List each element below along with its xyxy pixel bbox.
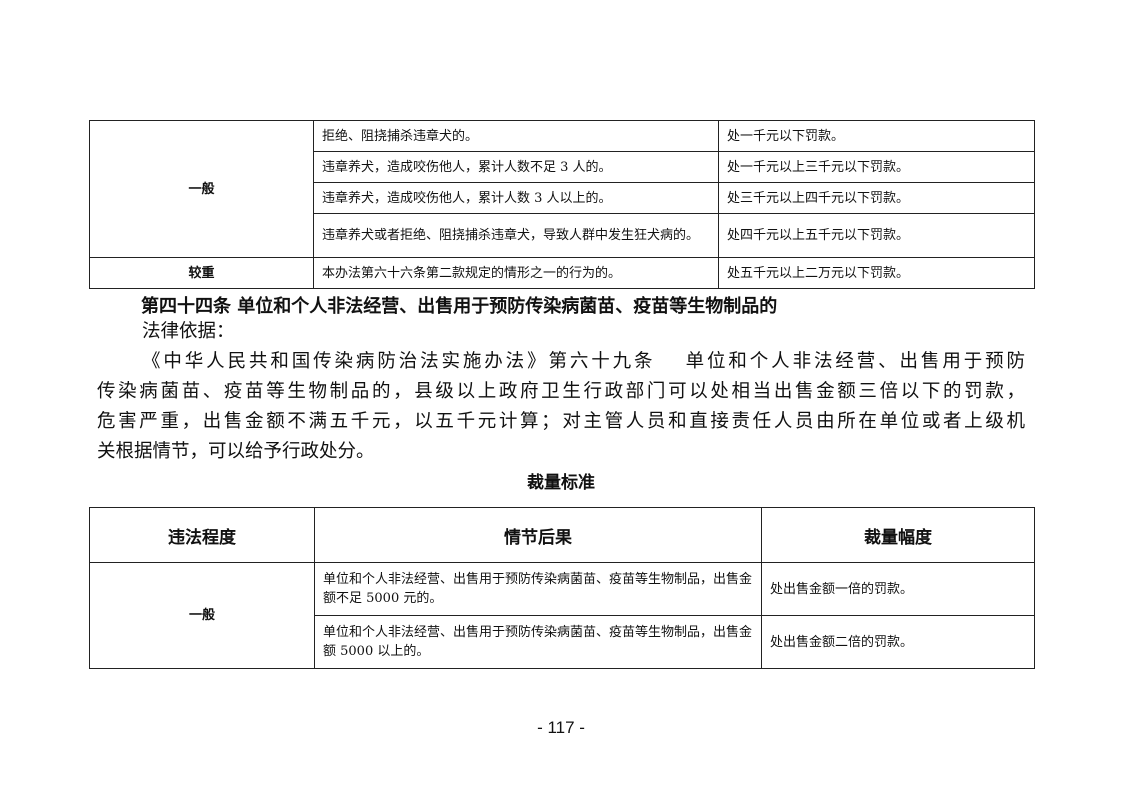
text-line: 《中华人民共和国传染病防治法实施办法》第六十九条 单位和个人非法经营、出售用于预…	[142, 351, 1025, 372]
penalty-table-dogs: 一般 拒绝、阻挠捕杀违章犬的。 处一千元以下罚款。 违章养犬，造成咬伤他人，累计…	[89, 120, 1035, 289]
article-heading: 第四十四条 单位和个人非法经营、出售用于预防传染病菌苗、疫苗等生物制品的	[141, 296, 778, 317]
table-row: 一般 拒绝、阻挠捕杀违章犬的。 处一千元以下罚款。	[89, 120, 1035, 258]
header-penalty: 裁量幅度	[761, 507, 1035, 563]
page-number: - 117 -	[537, 718, 585, 737]
circumstance-cell: 单位和个人非法经营、出售用于预防传染病菌苗、疫苗等生物制品，出售金额不足 500…	[314, 562, 762, 616]
text-line: 传染病菌苗、疫苗等生物制品的，县级以上政府卫生行政部门可以处相当出售金额三倍以下…	[97, 381, 1025, 402]
text-line: 危害严重，出售金额不满五千元，以五千元计算；对主管人员和直接责任人员由所在单位或…	[97, 411, 1025, 432]
table-row: 违章养犬，造成咬伤他人，累计人数 3 人以上的。 处三千元以上四千元以下罚款。	[90, 182, 1035, 214]
table-row: 违章养犬或者拒绝、阻挠捕杀违章犬，导致人群中发生狂犬病的。 处四千元以上五千元以…	[90, 213, 1035, 258]
table-row: 单位和个人非法经营、出售用于预防传染病菌苗、疫苗等生物制品，出售金额 5000 …	[90, 615, 1035, 669]
penalty-cell: 处三千元以上四千元以下罚款。	[718, 182, 1035, 214]
level-cell: 一般	[89, 120, 314, 258]
penalty-cell: 处出售金额一倍的罚款。	[761, 562, 1035, 616]
table-header-row: 违法程度 情节后果 裁量幅度	[89, 507, 1035, 563]
header-circumstance: 情节后果	[314, 507, 762, 563]
penalty-cell: 处四千元以上五千元以下罚款。	[718, 213, 1035, 258]
basis-label: 法律依据：	[142, 321, 235, 342]
circumstance-cell: 违章养犬，造成咬伤他人，累计人数不足 3 人的。	[313, 151, 719, 183]
penalty-cell: 处出售金额二倍的罚款。	[761, 615, 1035, 669]
circumstance-cell: 违章养犬，造成咬伤他人，累计人数 3 人以上的。	[313, 182, 719, 214]
standard-title: 裁量标准	[527, 473, 595, 493]
penalty-cell: 处一千元以下罚款。	[718, 120, 1035, 152]
legal-basis: 法律依据： 《中华人民共和国传染病防治法实施办法》第六十九条 单位和个人非法经营…	[97, 317, 1025, 467]
header-level: 违法程度	[89, 507, 315, 563]
circumstance-cell: 拒绝、阻挠捕杀违章犬的。	[313, 120, 719, 152]
table-row: 较重 本办法第六十六条第二款规定的情形之一的行为的。 处五千元以上二万元以下罚款…	[89, 257, 1035, 289]
penalty-cell: 处五千元以上二万元以下罚款。	[718, 257, 1035, 289]
level-cell: 一般	[89, 562, 315, 669]
table-row: 违章养犬，造成咬伤他人，累计人数不足 3 人的。 处一千元以上三千元以下罚款。	[90, 151, 1035, 183]
circumstance-cell: 违章养犬或者拒绝、阻挠捕杀违章犬，导致人群中发生狂犬病的。	[313, 213, 719, 258]
penalty-cell: 处一千元以上三千元以下罚款。	[718, 151, 1035, 183]
penalty-table-vaccines: 违法程度 情节后果 裁量幅度 一般 单位和个人非法经营、出售用于预防传染病菌苗、…	[89, 507, 1035, 669]
circumstance-cell: 单位和个人非法经营、出售用于预防传染病菌苗、疫苗等生物制品，出售金额 5000 …	[314, 615, 762, 669]
level-cell: 较重	[89, 257, 314, 289]
text-line: 关根据情节，可以给予行政处分。	[97, 441, 375, 462]
table-row: 一般 单位和个人非法经营、出售用于预防传染病菌苗、疫苗等生物制品，出售金额不足 …	[89, 562, 1035, 669]
circumstance-cell: 本办法第六十六条第二款规定的情形之一的行为的。	[313, 257, 719, 289]
